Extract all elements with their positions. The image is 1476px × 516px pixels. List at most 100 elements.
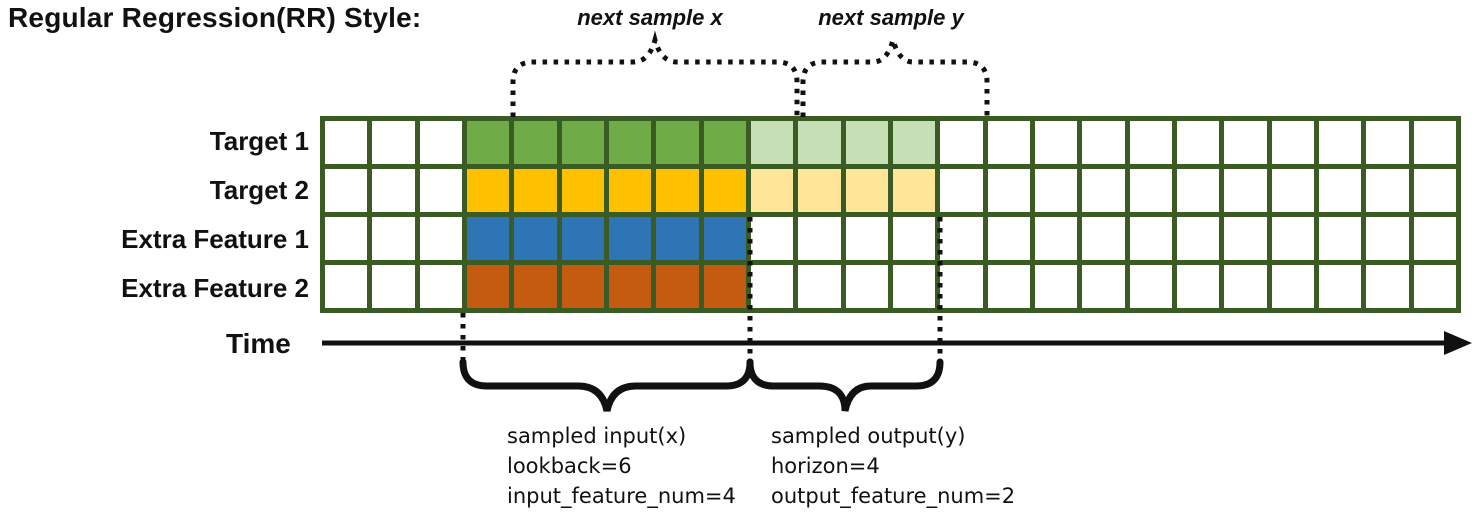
grid-cell bbox=[798, 217, 841, 260]
grid-cell bbox=[608, 121, 652, 164]
cell-grid bbox=[320, 116, 1461, 313]
grid-cell bbox=[987, 265, 1030, 308]
time-axis-label: Time bbox=[226, 328, 291, 359]
grid-cell bbox=[1318, 265, 1362, 308]
sampled-output-annotation: sampled output(y) horizon=4 output_featu… bbox=[771, 421, 1015, 511]
grid-cell bbox=[845, 217, 888, 260]
grid-cell bbox=[1224, 265, 1267, 308]
grid-cell bbox=[419, 169, 462, 212]
grid-cell bbox=[750, 217, 794, 260]
lookback-line: lookback=6 bbox=[507, 454, 632, 478]
sampled-input-annotation: sampled input(x) lookback=6 input_featur… bbox=[507, 421, 736, 511]
grid-cell bbox=[1271, 217, 1314, 260]
grid-cell bbox=[608, 169, 652, 212]
grid-cell bbox=[561, 169, 604, 212]
next-sample-x-label: next sample x bbox=[577, 5, 723, 30]
grid-cell bbox=[1271, 121, 1314, 164]
grid-cell bbox=[372, 217, 415, 260]
grid-cell bbox=[325, 169, 368, 212]
sampled-output-line: sampled output(y) bbox=[771, 424, 966, 448]
grid-cell bbox=[750, 265, 794, 308]
grid-cell bbox=[1129, 169, 1172, 212]
grid-cell bbox=[703, 217, 746, 260]
grid-cell bbox=[892, 217, 936, 260]
grid-cell bbox=[561, 265, 604, 308]
grid-cell bbox=[1224, 169, 1267, 212]
grid-cell bbox=[656, 169, 699, 212]
grid-cell bbox=[1224, 217, 1267, 260]
grid-cell bbox=[325, 265, 368, 308]
grid-cell bbox=[1034, 265, 1078, 308]
row-label-target-1: Target 1 bbox=[209, 125, 309, 156]
grid-cell bbox=[892, 121, 936, 164]
grid-cell bbox=[372, 121, 415, 164]
grid-cell bbox=[845, 265, 888, 308]
grid-cell bbox=[1366, 121, 1409, 164]
grid-cell bbox=[466, 121, 510, 164]
grid-cell bbox=[798, 169, 841, 212]
grid-cell bbox=[1034, 217, 1078, 260]
grid-cell bbox=[514, 217, 557, 260]
grid-cell bbox=[750, 121, 794, 164]
row-label-target-2: Target 2 bbox=[209, 174, 309, 205]
grid-cell bbox=[1413, 217, 1456, 260]
grid-cell bbox=[325, 121, 368, 164]
grid-cell bbox=[561, 217, 604, 260]
grid-cell bbox=[1082, 217, 1125, 260]
grid-cell bbox=[372, 265, 415, 308]
sampled-output-brace bbox=[746, 358, 944, 412]
grid-cell bbox=[703, 121, 746, 164]
grid-cell bbox=[940, 217, 983, 260]
grid-cell bbox=[892, 265, 936, 308]
page-title: Regular Regression(RR) Style: bbox=[8, 2, 422, 33]
grid-cell bbox=[987, 169, 1030, 212]
grid-cell bbox=[1318, 217, 1362, 260]
grid-cell bbox=[892, 169, 936, 212]
grid-cell bbox=[466, 265, 510, 308]
grid-cell bbox=[703, 265, 746, 308]
grid-cell bbox=[987, 121, 1030, 164]
grid-cell bbox=[845, 169, 888, 212]
row-label-extra-feature-2: Extra Feature 2 bbox=[121, 273, 309, 304]
grid-cell bbox=[1413, 169, 1456, 212]
next-sample-y-brace bbox=[800, 30, 990, 117]
grid-cell bbox=[1176, 217, 1220, 260]
grid-cell bbox=[1082, 121, 1125, 164]
time-arrow bbox=[322, 331, 1472, 355]
grid-cell bbox=[514, 169, 557, 212]
grid-cell bbox=[1413, 265, 1456, 308]
grid-cell bbox=[1129, 265, 1172, 308]
grid-cell bbox=[750, 169, 794, 212]
grid-cell bbox=[703, 169, 746, 212]
grid-cell bbox=[1034, 169, 1078, 212]
grid-cell bbox=[1129, 217, 1172, 260]
grid-cell bbox=[1271, 265, 1314, 308]
grid-cell bbox=[1318, 121, 1362, 164]
grid-cell bbox=[845, 121, 888, 164]
grid-cell bbox=[656, 217, 699, 260]
grid-cell bbox=[1034, 121, 1078, 164]
grid-cell bbox=[1176, 169, 1220, 212]
grid-cell bbox=[1129, 121, 1172, 164]
grid-cell bbox=[419, 217, 462, 260]
grid-cell bbox=[798, 265, 841, 308]
input-feature-line: input_feature_num=4 bbox=[507, 484, 736, 508]
grid-cell bbox=[798, 121, 841, 164]
grid-cell bbox=[987, 217, 1030, 260]
grid-cell bbox=[372, 169, 415, 212]
grid-cell bbox=[1224, 121, 1267, 164]
grid-cell bbox=[1366, 217, 1409, 260]
grid-cell bbox=[561, 121, 604, 164]
grid-cell bbox=[656, 265, 699, 308]
grid-cell bbox=[1366, 265, 1409, 308]
row-labels: Target 1 Target 2 Extra Feature 1 Extra … bbox=[0, 116, 309, 313]
grid-cell bbox=[514, 265, 557, 308]
grid-cell bbox=[940, 265, 983, 308]
grid-cell bbox=[940, 169, 983, 212]
grid-cell bbox=[656, 121, 699, 164]
grid-cell bbox=[466, 217, 510, 260]
grid-cell bbox=[1176, 121, 1220, 164]
sampled-input-brace bbox=[459, 358, 754, 412]
grid-cell bbox=[1176, 265, 1220, 308]
